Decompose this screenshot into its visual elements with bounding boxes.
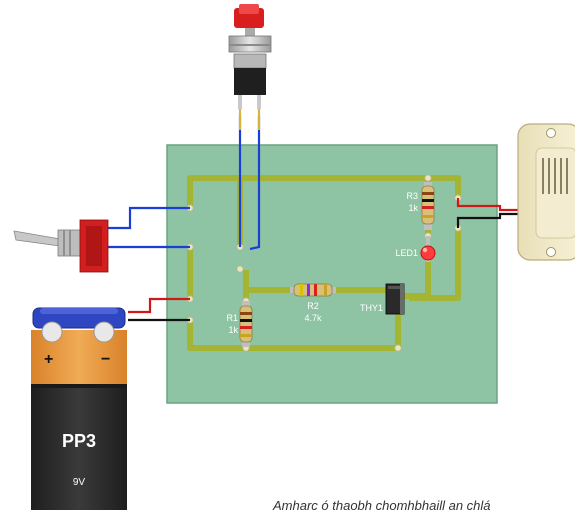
r1-name-label: R1 xyxy=(226,313,238,323)
battery-clip-wires xyxy=(128,297,190,322)
toggle-switch-wires xyxy=(108,206,190,249)
r3-name-label: R3 xyxy=(406,191,418,201)
thyristor-name-label: THY1 xyxy=(360,303,383,313)
resistor-r3 xyxy=(421,182,435,230)
r3-value-label: 1k xyxy=(408,203,418,213)
toggle-switch-icon xyxy=(13,219,109,273)
led-name-label: LED1 xyxy=(395,248,418,258)
r1-value-label: 1k xyxy=(228,325,238,335)
circuit-board xyxy=(166,144,498,404)
thyristor-icon xyxy=(385,283,405,315)
resistor-r1 xyxy=(239,301,253,347)
led-icon xyxy=(420,236,436,262)
view-caption: Amharc ó thaobh chomhbhaill an chlá xyxy=(273,498,491,513)
battery-minus-sign: − xyxy=(101,351,110,368)
battery-icon: + − PP3 9V xyxy=(31,307,127,510)
buzzer-wires xyxy=(456,198,520,228)
battery-plus-sign: + xyxy=(44,351,53,368)
push-button-switch-icon xyxy=(228,4,272,109)
resistor-r2 xyxy=(290,283,336,297)
battery-voltage-label: 9V xyxy=(73,477,86,488)
battery-type-label: PP3 xyxy=(62,431,96,451)
r2-value-label: 4.7k xyxy=(304,313,322,323)
buzzer-icon xyxy=(517,123,575,261)
r2-name-label: R2 xyxy=(307,301,319,311)
